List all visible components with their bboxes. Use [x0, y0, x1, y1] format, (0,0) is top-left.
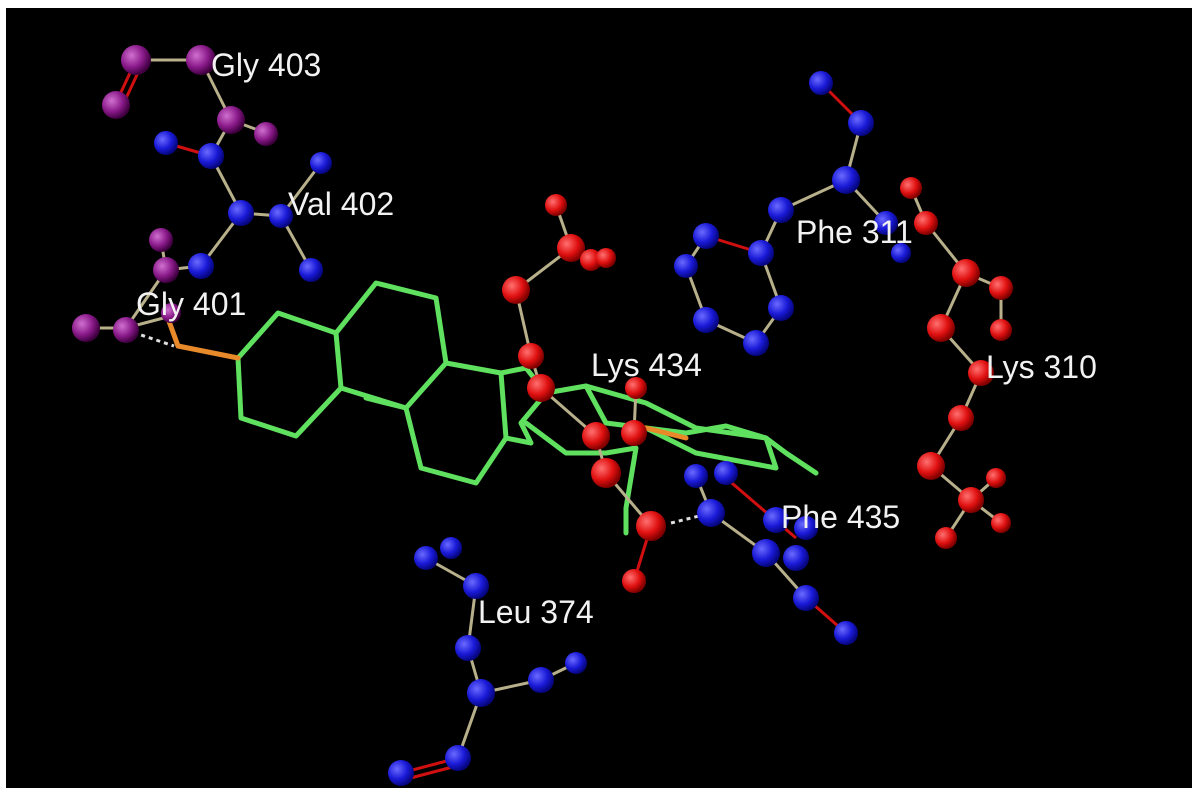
atoms-blue — [154, 71, 911, 786]
label-lys-434: Lys 434 — [591, 347, 702, 383]
label-phe-311: Phe 311 — [796, 214, 913, 250]
label-val-402: Val 402 — [288, 186, 394, 222]
label-lys-310: Lys 310 — [986, 349, 1097, 385]
molecular-viewer: Gly 403 Val 402 Gly 401 Phe 311 Lys 434 … — [6, 8, 1192, 788]
label-gly-403: Gly 403 — [211, 47, 321, 83]
molecule-scene: Gly 403 Val 402 Gly 401 Phe 311 Lys 434 … — [72, 45, 1097, 786]
label-leu-374: Leu 374 — [478, 594, 594, 630]
atoms-red — [502, 177, 1013, 593]
label-phe-435: Phe 435 — [781, 499, 900, 535]
atoms-purple — [72, 45, 278, 343]
residue-labels: Gly 403 Val 402 Gly 401 Phe 311 Lys 434 … — [136, 47, 1097, 630]
label-gly-401: Gly 401 — [136, 286, 246, 322]
